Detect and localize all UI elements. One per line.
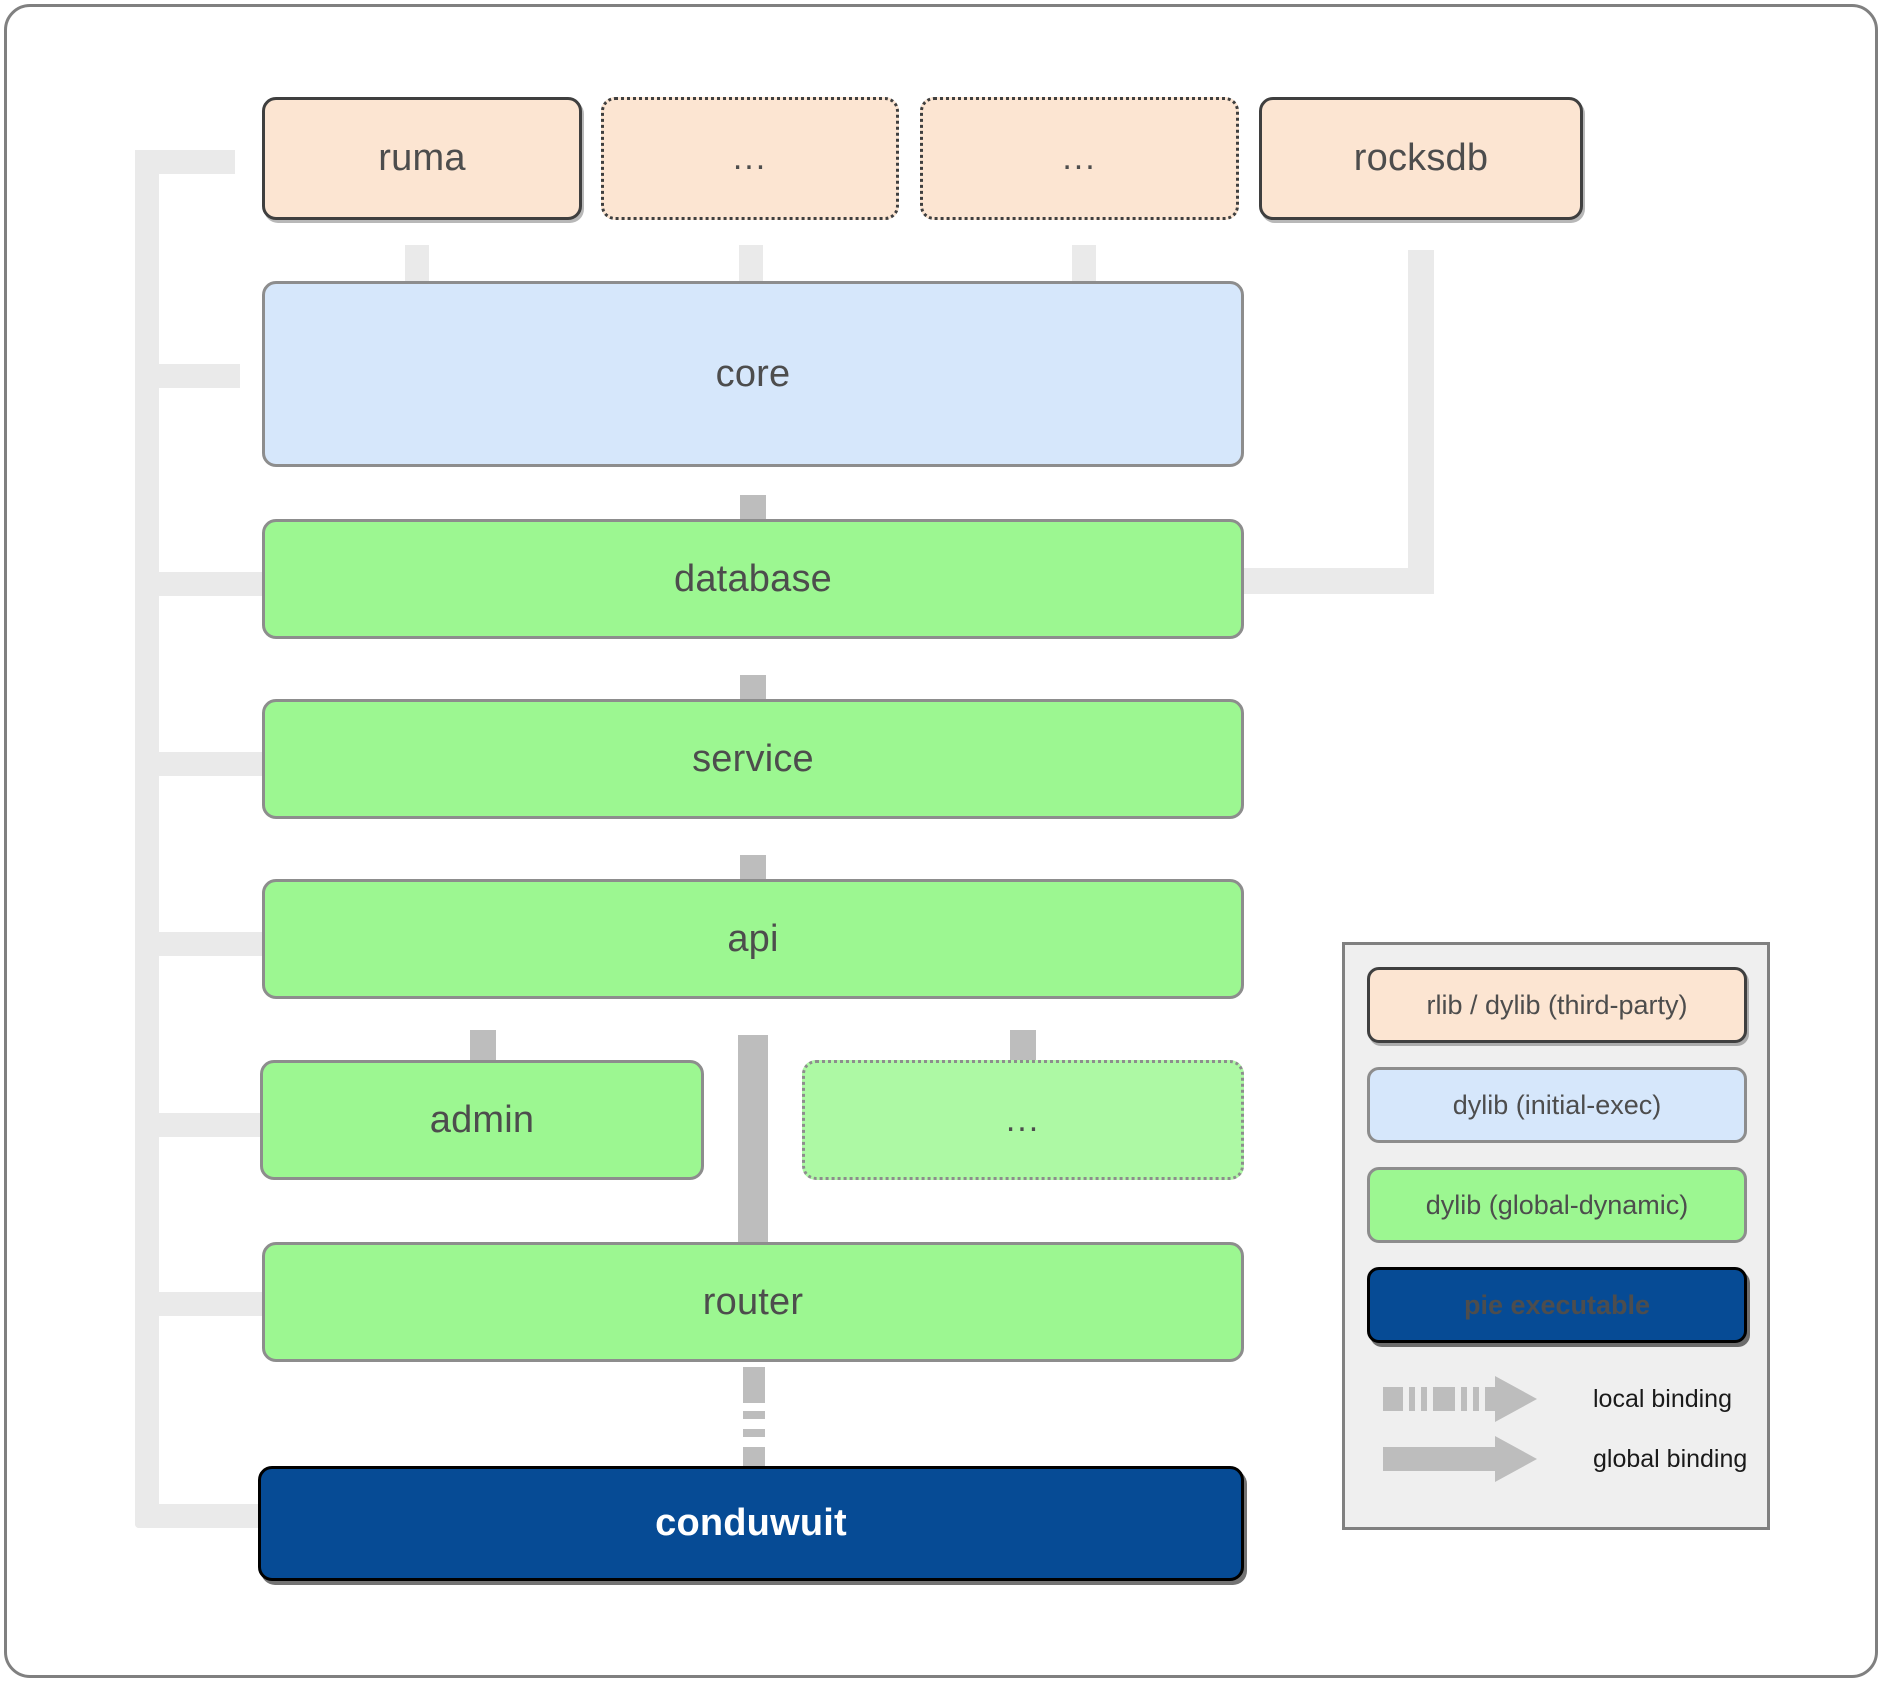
legend-binding-local: local binding <box>1367 1373 1751 1425</box>
edge-conduwuit-to-router-segment-4 <box>743 1367 765 1403</box>
node-core[interactable]: core <box>262 281 1244 467</box>
node-router-label: router <box>702 1280 804 1323</box>
solid-arrow-icon <box>1383 1436 1539 1482</box>
edge-spine-branch-service <box>135 752 275 776</box>
edge-core-to-third3-shaft <box>1072 245 1096 285</box>
legend-item-global-dynamic-label: dylib (global-dynamic) <box>1425 1189 1689 1220</box>
node-moreapi[interactable]: ... <box>802 1060 1244 1180</box>
legend-item-initial-exec-label: dylib (initial-exec) <box>1452 1089 1662 1120</box>
edge-conduwuit-spine-bottom <box>135 1504 265 1528</box>
legend-panel: rlib / dylib (third-party) dylib (initia… <box>1342 942 1770 1530</box>
edge-api-to-service-shaft <box>740 855 766 880</box>
node-admin-label: admin <box>429 1098 535 1141</box>
node-ruma-label: ruma <box>378 137 466 179</box>
edge-spine-branch-api <box>135 932 275 956</box>
edge-router-to-api-shaft <box>738 1035 768 1247</box>
edge-spine-branch-admin <box>135 1113 275 1137</box>
node-third3[interactable]: ... <box>920 97 1239 220</box>
legend-item-pie-executable-label: pie executable <box>1463 1289 1651 1320</box>
edge-conduwuit-to-core-shaft <box>135 364 240 388</box>
edge-conduwuit-to-router-segment-3 <box>743 1411 765 1419</box>
edge-conduwuit-to-router-segment-2 <box>743 1429 765 1437</box>
edge-conduwuit-spine-vertical <box>135 150 159 1528</box>
node-conduwuit[interactable]: conduwuit <box>258 1466 1244 1581</box>
node-rocksdb[interactable]: rocksdb <box>1259 97 1583 220</box>
legend-item-third-party-label: rlib / dylib (third-party) <box>1426 989 1688 1020</box>
node-router[interactable]: router <box>262 1242 1244 1362</box>
legend-item-third-party: rlib / dylib (third-party) <box>1367 967 1747 1043</box>
node-third2[interactable]: ... <box>601 97 899 220</box>
node-ruma[interactable]: ruma <box>262 97 582 220</box>
node-third2-label: ... <box>732 139 768 177</box>
node-service[interactable]: service <box>262 699 1244 819</box>
node-rocksdb-label: rocksdb <box>1353 137 1489 179</box>
node-conduwuit-label: conduwuit <box>655 1502 847 1544</box>
legend-binding-global-label: global binding <box>1593 1444 1748 1473</box>
edge-database-to-rocksdb-horizontal <box>1238 568 1433 594</box>
edge-core-to-ruma-shaft <box>405 245 429 285</box>
node-api-label: api <box>727 917 779 960</box>
edge-spine-branch-database <box>135 572 275 596</box>
edge-database-to-core-shaft <box>740 495 766 520</box>
node-service-label: service <box>692 737 814 780</box>
edge-database-to-rocksdb-vertical <box>1408 250 1434 594</box>
legend-item-initial-exec: dylib (initial-exec) <box>1367 1067 1747 1143</box>
dashed-arrow-icon <box>1383 1376 1539 1422</box>
edge-core-to-third2-shaft <box>739 245 763 285</box>
legend-item-pie-executable: pie executable <box>1367 1267 1747 1343</box>
node-api[interactable]: api <box>262 879 1244 999</box>
edge-conduwuit-to-ruma-shaft <box>135 150 235 174</box>
legend-item-global-dynamic: dylib (global-dynamic) <box>1367 1167 1747 1243</box>
node-moreapi-label: ... <box>1005 1100 1041 1139</box>
node-third3-label: ... <box>1062 139 1097 177</box>
node-core-label: core <box>715 352 791 395</box>
edge-service-to-database-shaft <box>740 675 766 700</box>
legend-binding-global: global binding <box>1367 1433 1751 1485</box>
node-database-label: database <box>674 557 832 600</box>
legend-binding-local-label: local binding <box>1593 1384 1732 1413</box>
node-admin[interactable]: admin <box>260 1060 704 1180</box>
node-database[interactable]: database <box>262 519 1244 639</box>
edge-spine-branch-router <box>135 1292 275 1316</box>
